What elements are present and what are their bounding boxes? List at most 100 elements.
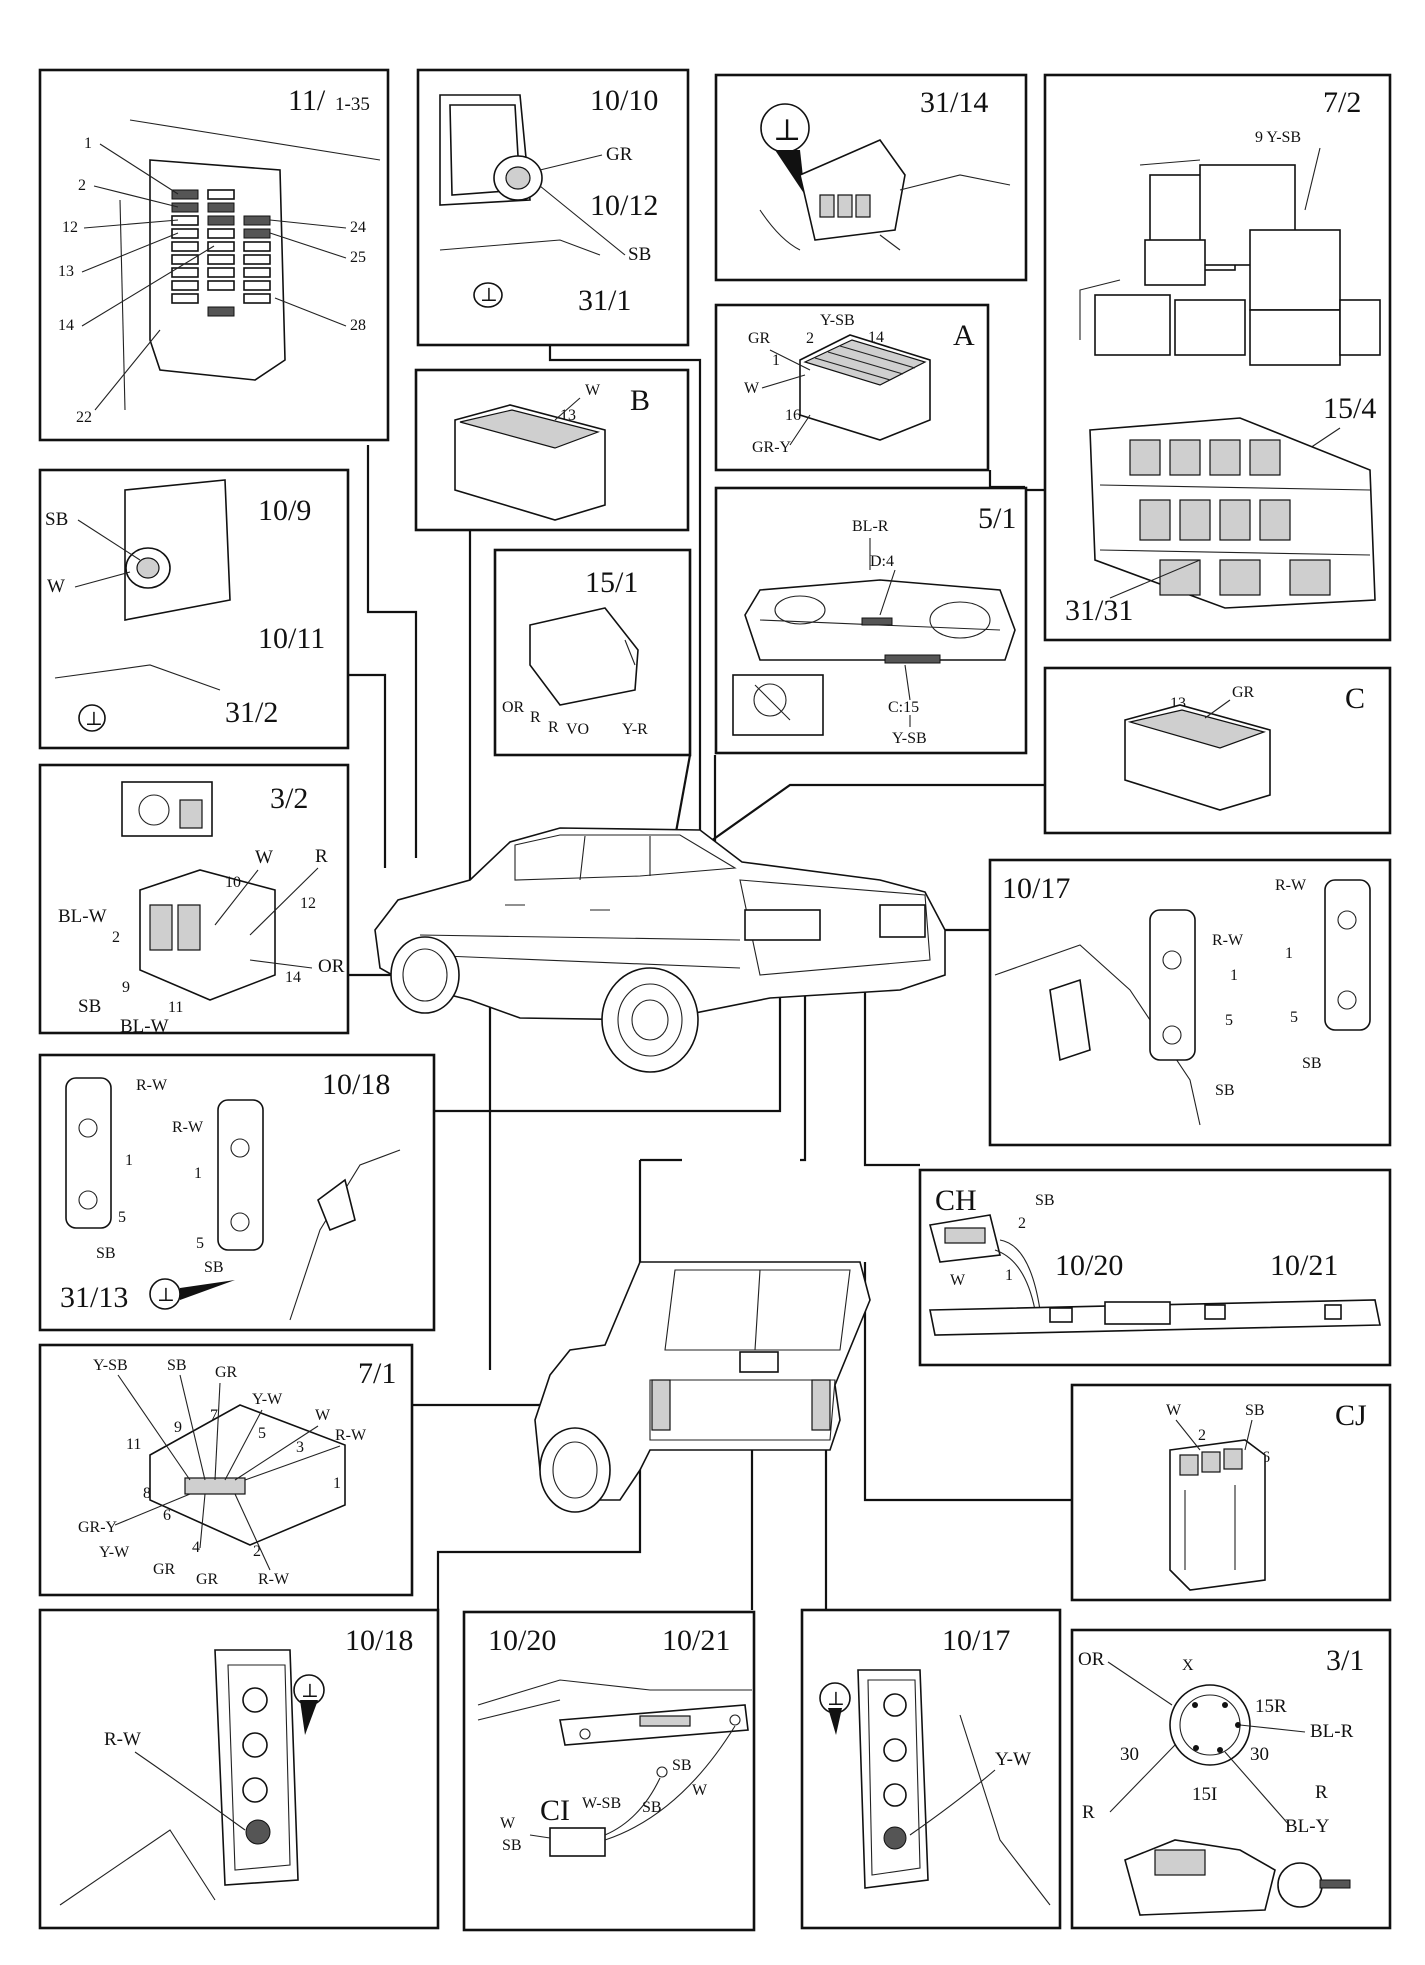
leader-11 <box>366 445 418 858</box>
wire-label: 5 <box>1290 1009 1298 1026</box>
wire-label: 10/20 <box>488 1624 556 1657</box>
wire-label: 1 <box>194 1165 202 1182</box>
wire-label: BL-W <box>58 906 107 927</box>
wire-label: W <box>315 1407 331 1424</box>
wire-label: R <box>1315 1782 1328 1803</box>
wire-label: W <box>255 847 273 868</box>
wire-label: 5/1 <box>978 502 1016 535</box>
wire-label: GR <box>748 330 771 347</box>
wire-label: OR <box>1078 1649 1105 1670</box>
wire-label: SB <box>78 996 101 1017</box>
sedan-illustration <box>374 827 946 1073</box>
panel-71: 7/1 Y-SB SB GR Y-W W R-W 11 9 7 5 3 1 8 … <box>38 1343 414 1597</box>
leader-CH <box>863 945 920 1167</box>
wire-label: R <box>530 709 541 726</box>
wire-label: R-W <box>136 1077 168 1094</box>
panel-3114: 31/14 ⊥ <box>714 73 1028 282</box>
wire-label: 5 <box>118 1209 126 1226</box>
leader-109 <box>348 673 387 868</box>
panel-CJ: CJ W SB 2 6 <box>1070 1383 1392 1602</box>
wire-label: Y-R <box>622 721 648 738</box>
wire-label: W <box>47 576 65 597</box>
wire-label: 5 <box>196 1235 204 1252</box>
wire-label: 31/13 <box>60 1281 128 1314</box>
wire-label: A <box>953 319 975 352</box>
wire-label: 28 <box>350 317 366 334</box>
wire-label: R-W <box>258 1571 290 1588</box>
wire-label: SB <box>1245 1402 1265 1419</box>
wire-label: R-W <box>1275 877 1307 894</box>
wire-label: R-W <box>104 1729 141 1750</box>
leader-CJ <box>863 1262 1072 1502</box>
wire-label: Y-SB <box>892 730 927 747</box>
leader-1010 <box>548 335 702 880</box>
wire-label: BL-R <box>1310 1721 1354 1742</box>
panel-151: 15/1 OR R R VO Y-R <box>493 548 692 757</box>
wire-label: 14 <box>58 317 74 334</box>
wire-label: CJ <box>1335 1399 1367 1432</box>
wire-label: 13 <box>58 263 74 280</box>
ground-icon: ⊥ <box>85 709 103 730</box>
panel-CH: CH 10/20 10/21 SB 2 1 W <box>918 1168 1392 1367</box>
wire-label: 15/1 <box>585 566 638 599</box>
wire-label: R <box>548 719 559 736</box>
wire-label: 7/1 <box>358 1357 396 1390</box>
panel-1010: 10/10 10/12 31/1 GR SB ⊥ <box>416 68 690 347</box>
wire-label: 10/9 <box>258 494 311 527</box>
ground-icon: ⊥ <box>827 1689 845 1710</box>
wire-label: 5 <box>1225 1012 1233 1029</box>
leader-3114 <box>988 470 1025 489</box>
wire-label: 6 <box>1262 1449 1270 1466</box>
wire-label: SB <box>628 244 651 265</box>
panel-B: B W 13 <box>414 368 690 532</box>
wire-label: 10/21 <box>662 1624 730 1657</box>
wire-label: 1 <box>333 1475 341 1492</box>
wire-label: W <box>950 1272 966 1289</box>
panel-72: 7/2 9 Y-SB 15/4 <box>1043 73 1392 642</box>
wire-label: 1 <box>1230 967 1238 984</box>
fuse-relay-center <box>1089 417 1376 609</box>
wire-label: B <box>630 384 650 417</box>
wire-label: 15I <box>1192 1784 1217 1805</box>
wire-label: 10/17 <box>1002 872 1070 905</box>
panel-11-title: 11/ <box>288 84 326 117</box>
wire-label: R-W <box>1212 932 1244 949</box>
wire-label: SB <box>1035 1192 1055 1209</box>
panel-51: 5/1 BL-R D:4 C:15 Y-SB <box>714 486 1028 755</box>
wire-label: CH <box>935 1184 977 1217</box>
wire-label: 2 <box>806 330 814 347</box>
label-3111 <box>682 1150 800 1190</box>
wire-label: 1 <box>125 1152 133 1169</box>
wire-label: 3/1 <box>1326 1644 1364 1677</box>
wire-label: GR <box>215 1364 238 1381</box>
wire-label: 11 <box>168 999 183 1016</box>
wire-label: 10/17 <box>942 1624 1010 1657</box>
wire-label: SB <box>502 1837 522 1854</box>
wire-label: 31/1 <box>578 284 631 317</box>
wire-label: Y-SB <box>93 1357 128 1374</box>
wire-label: 11 <box>126 1436 141 1453</box>
wire-label: R-W <box>335 1427 367 1444</box>
wire-label: 12 <box>300 895 316 912</box>
fuse-grid <box>171 189 271 317</box>
panel-32: 3/2 W R 10 12 BL-W 2 14 OR 9 SB 11 BL-W <box>38 763 350 1037</box>
wire-label: Y-W <box>252 1391 283 1408</box>
wire-label: 6 <box>163 1507 171 1524</box>
wire-label: 31/14 <box>920 86 988 119</box>
panel-11: 11/ 1-35 <box>38 68 390 442</box>
wire-label: 7/2 <box>1323 86 1361 119</box>
wire-label: 2 <box>1198 1427 1206 1444</box>
wire-label: 2 <box>112 929 120 946</box>
wire-label: SB <box>642 1799 662 1816</box>
panel-31: 3/1 OR X 15R BL-R 30 30 R R 15I BL-Y <box>1070 1628 1392 1930</box>
wire-label: 10/11 <box>258 622 325 655</box>
wagon-illustration <box>534 1261 871 1513</box>
wire-label: 14 <box>285 969 301 986</box>
wire-label: 3/2 <box>270 782 308 815</box>
wire-label: CI <box>540 1794 570 1827</box>
wire-label: 2 <box>78 177 86 194</box>
wire-label: C:15 <box>888 699 919 716</box>
wire-label: Y-SB <box>820 312 855 329</box>
ground-icon: ⊥ <box>480 285 498 306</box>
wire-label: 30 <box>1120 1744 1139 1765</box>
